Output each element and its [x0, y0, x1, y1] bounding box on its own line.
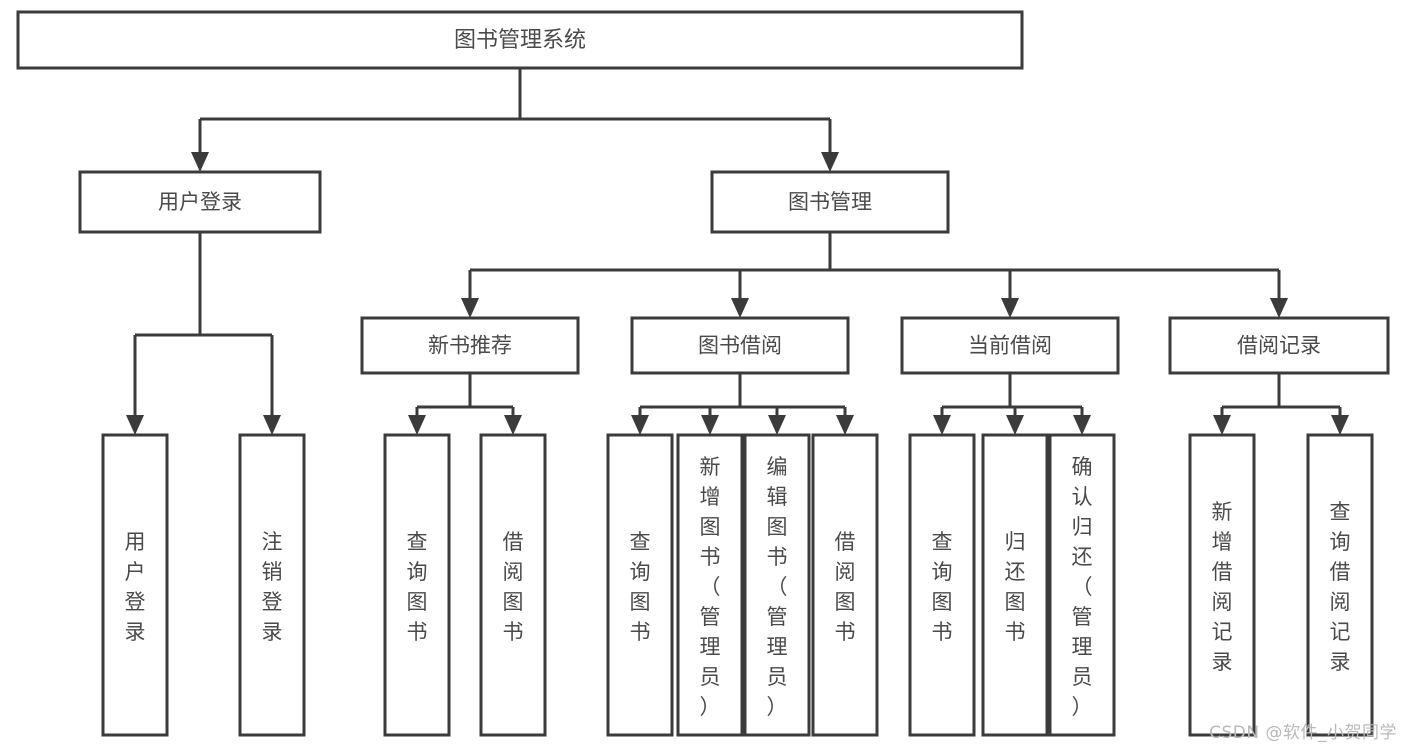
arrow-head [1213, 415, 1231, 435]
node-leaf-new-book-recommend-2[interactable]: 借阅图书 [479, 433, 547, 737]
node-level2-1[interactable]: 用户登录 [78, 170, 322, 234]
node-leaf-borrow-record-2[interactable]: 查询借阅记录 [1306, 433, 1374, 737]
leaf-label: 查询图书 [932, 530, 953, 644]
node-leaf-book-borrow-1[interactable]: 查询图书 [606, 433, 674, 737]
arrow-head [263, 415, 281, 435]
leaf-label: 新增图书（管理员） [700, 455, 721, 719]
arrow-head [933, 415, 951, 435]
leaf-label: 查询图书 [407, 530, 428, 644]
node-leaf-borrow-record-1[interactable]: 新增借阅记录 [1188, 433, 1256, 737]
node-leaf-user-login-1[interactable]: 用户登录 [101, 433, 169, 737]
leaf-label: 注销登录 [262, 530, 283, 644]
node-label: 用户登录 [158, 190, 242, 214]
node-level3-1[interactable]: 新书推荐 [360, 316, 580, 375]
node-leaf-current-borrow-2[interactable]: 归还图书 [981, 433, 1049, 737]
node-label: 图书管理 [788, 190, 872, 214]
node-leaf-book-borrow-4[interactable]: 借阅图书 [811, 433, 879, 737]
node-layer: 图书管理系统用户登录图书管理新书推荐图书借阅当前借阅借阅记录用户登录注销登录查询… [16, 10, 1390, 737]
arrow-head [701, 415, 719, 435]
node-root-book-management-system[interactable]: 图书管理系统 [16, 10, 1024, 70]
node-leaf-current-borrow-3[interactable]: 确认归还（管理员） [1048, 433, 1116, 737]
node-leaf-book-borrow-2[interactable]: 新增图书（管理员） [676, 433, 744, 737]
node-leaf-book-borrow-3[interactable]: 编辑图书（管理员） [743, 433, 811, 737]
leaf-label: 归还图书 [1005, 530, 1026, 644]
arrow-head [731, 298, 749, 318]
arrow-head [1073, 415, 1091, 435]
leaf-label: 编辑图书（管理员） [767, 455, 788, 719]
leaf-label: 确认归还（管理员） [1072, 455, 1093, 719]
arrow-head [1001, 298, 1019, 318]
arrow-head [1006, 415, 1024, 435]
leaf-label: 借阅图书 [835, 530, 856, 644]
arrow-head [504, 415, 522, 435]
arrow-head [821, 152, 839, 172]
node-level3-3[interactable]: 当前借阅 [900, 316, 1120, 375]
node-level3-4[interactable]: 借阅记录 [1168, 316, 1390, 375]
arrow-head [768, 415, 786, 435]
arrow-head [126, 415, 144, 435]
node-leaf-new-book-recommend-1[interactable]: 查询图书 [383, 433, 451, 737]
connector-layer [126, 68, 1349, 435]
node-leaf-current-borrow-1[interactable]: 查询图书 [908, 433, 976, 737]
leaf-label: 查询图书 [630, 530, 651, 644]
arrow-head [1270, 298, 1288, 318]
arrow-head [1331, 415, 1349, 435]
arrow-head [836, 415, 854, 435]
arrow-head [191, 152, 209, 172]
leaf-label: 查询借阅记录 [1330, 500, 1351, 674]
node-label: 新书推荐 [428, 334, 512, 358]
arrow-head [631, 415, 649, 435]
leaf-label: 借阅图书 [503, 530, 524, 644]
node-label: 当前借阅 [968, 334, 1052, 358]
node-label: 借阅记录 [1237, 334, 1321, 358]
node-label: 图书管理系统 [454, 28, 586, 53]
leaf-label: 新增借阅记录 [1212, 500, 1233, 674]
node-leaf-user-login-2[interactable]: 注销登录 [238, 433, 306, 737]
leaf-label: 用户登录 [125, 530, 146, 644]
node-level2-2[interactable]: 图书管理 [710, 170, 950, 234]
node-label: 图书借阅 [698, 334, 782, 358]
arrow-head [461, 298, 479, 318]
node-level3-2[interactable]: 图书借阅 [630, 316, 850, 375]
csdn-watermark: CSDN @软件_小贺同学 [1209, 723, 1397, 743]
arrow-head [408, 415, 426, 435]
